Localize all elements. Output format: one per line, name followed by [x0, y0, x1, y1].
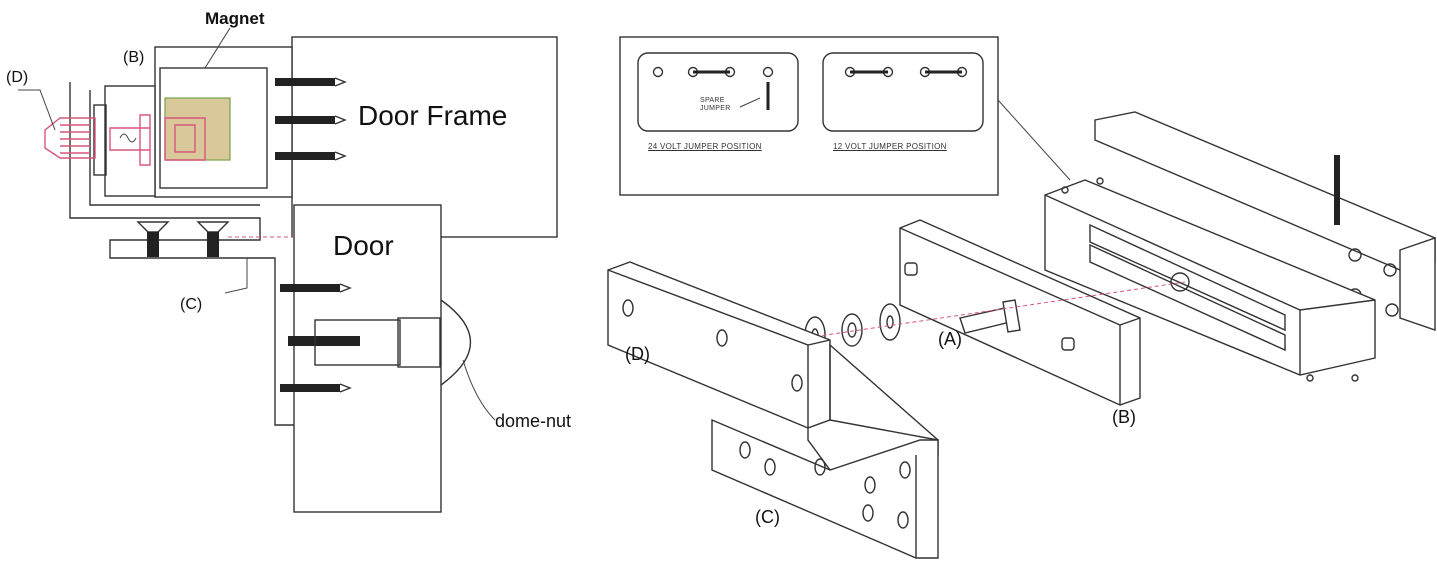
- bolt-insert-pink: [164, 117, 206, 161]
- washer-stack: [93, 104, 107, 176]
- bracket-lower-plate: [711, 418, 939, 559]
- bracket-holes: [622, 299, 911, 529]
- bracket-gusset: [829, 343, 939, 441]
- label-spare-jumper: SPARE JUMPER: [700, 97, 731, 112]
- label-exploded-d: (D): [625, 344, 650, 364]
- sleeve: [314, 319, 401, 366]
- magnet-lock-body: [1044, 179, 1376, 376]
- caption-24v: 24 VOLT JUMPER POSITION: [648, 142, 762, 151]
- top-plate-flange: [1399, 237, 1436, 331]
- label-side-c: (C): [180, 296, 203, 313]
- jumper-inset: [619, 36, 1071, 196]
- jumper-inset-frame: [619, 36, 999, 196]
- magnet-body: [159, 67, 268, 189]
- jumper-12v-panel: [822, 52, 984, 132]
- door-screws: [280, 283, 360, 393]
- sex-bolt-thread: [60, 124, 90, 154]
- l-bracket-outline: [69, 82, 294, 426]
- dome-nut-shape: [440, 299, 472, 386]
- exploded-view: [607, 111, 1436, 559]
- magnet-center-hole: [1170, 272, 1190, 292]
- door-outline: [293, 204, 442, 513]
- frame-screws: [275, 77, 347, 161]
- bolt-head: [1002, 299, 1021, 333]
- power-wire: [1334, 155, 1340, 225]
- spacer: [841, 313, 863, 347]
- label-door-frame: Door Frame: [358, 100, 508, 131]
- magnet-leader: [204, 27, 231, 69]
- inset-leader: [997, 99, 1071, 181]
- spacer-pink: [109, 114, 151, 166]
- d-leader: [18, 89, 56, 131]
- armature-plate-a: [899, 219, 1141, 406]
- magnet-face-upper: [1089, 223, 1286, 332]
- label-dome-nut: dome-nut: [495, 411, 572, 431]
- label-door: Door: [333, 230, 394, 261]
- armature-plate: [104, 85, 156, 197]
- door-frame-outline: [291, 36, 558, 238]
- magnet-edges: [1044, 194, 1376, 375]
- sex-bolt-head: [44, 117, 96, 159]
- label-exploded-a: (A): [938, 329, 962, 349]
- bracket-edges: [607, 269, 831, 428]
- washer-2: [879, 303, 901, 341]
- bracket-screws: [136, 221, 294, 257]
- magnet-face-lower: [1089, 243, 1286, 352]
- label-magnet: Magnet: [205, 9, 265, 28]
- label-side-d: (D): [6, 69, 29, 86]
- side-view: [18, 27, 558, 513]
- dome-nut-leader: [462, 359, 496, 421]
- caption-12v: 12 VOLT JUMPER POSITION: [833, 142, 947, 151]
- jumper-24v-panel: [637, 52, 799, 132]
- label-side-b: (B): [123, 49, 145, 66]
- c-leader: [224, 258, 248, 294]
- label-exploded-b: (B): [1112, 407, 1136, 427]
- magnet-core: [164, 97, 231, 161]
- spare-jumper-leader: [739, 97, 761, 108]
- label-exploded-c: (C): [755, 507, 780, 527]
- l-bracket-inner: [89, 90, 260, 206]
- spring-coil: [119, 133, 137, 143]
- sleeve-head: [397, 317, 441, 368]
- armature-edges: [899, 227, 1141, 405]
